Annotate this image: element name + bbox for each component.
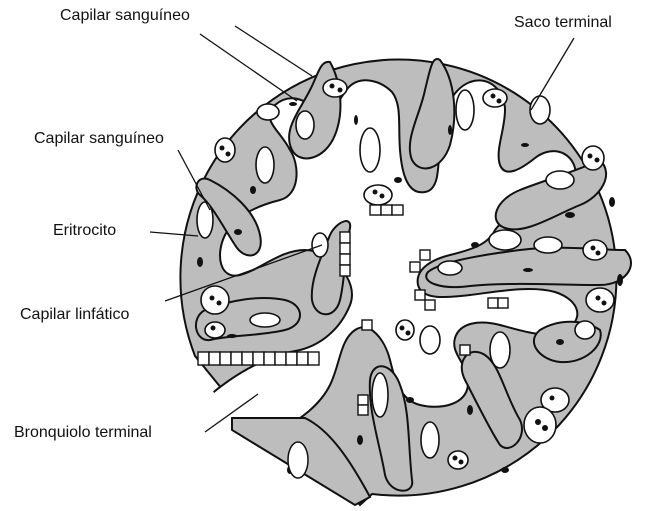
label-capilar-linfatico: Capilar linfático [20,307,129,323]
label-capilar-sanguineo-top: Capilar sanguíneo [60,8,190,24]
label-bronquiolo-terminal: Bronquiolo terminal [14,425,152,441]
leader-capilar-sanguineo-top [235,26,312,76]
leader-saco-terminal [531,38,574,110]
label-saco-terminal: Saco terminal [514,15,612,31]
label-capilar-sanguineo-left: Capilar sanguíneo [34,131,164,147]
leader-capilar-sanguineo-top-2 [200,34,297,101]
label-eritrocito: Eritrocito [53,223,116,239]
